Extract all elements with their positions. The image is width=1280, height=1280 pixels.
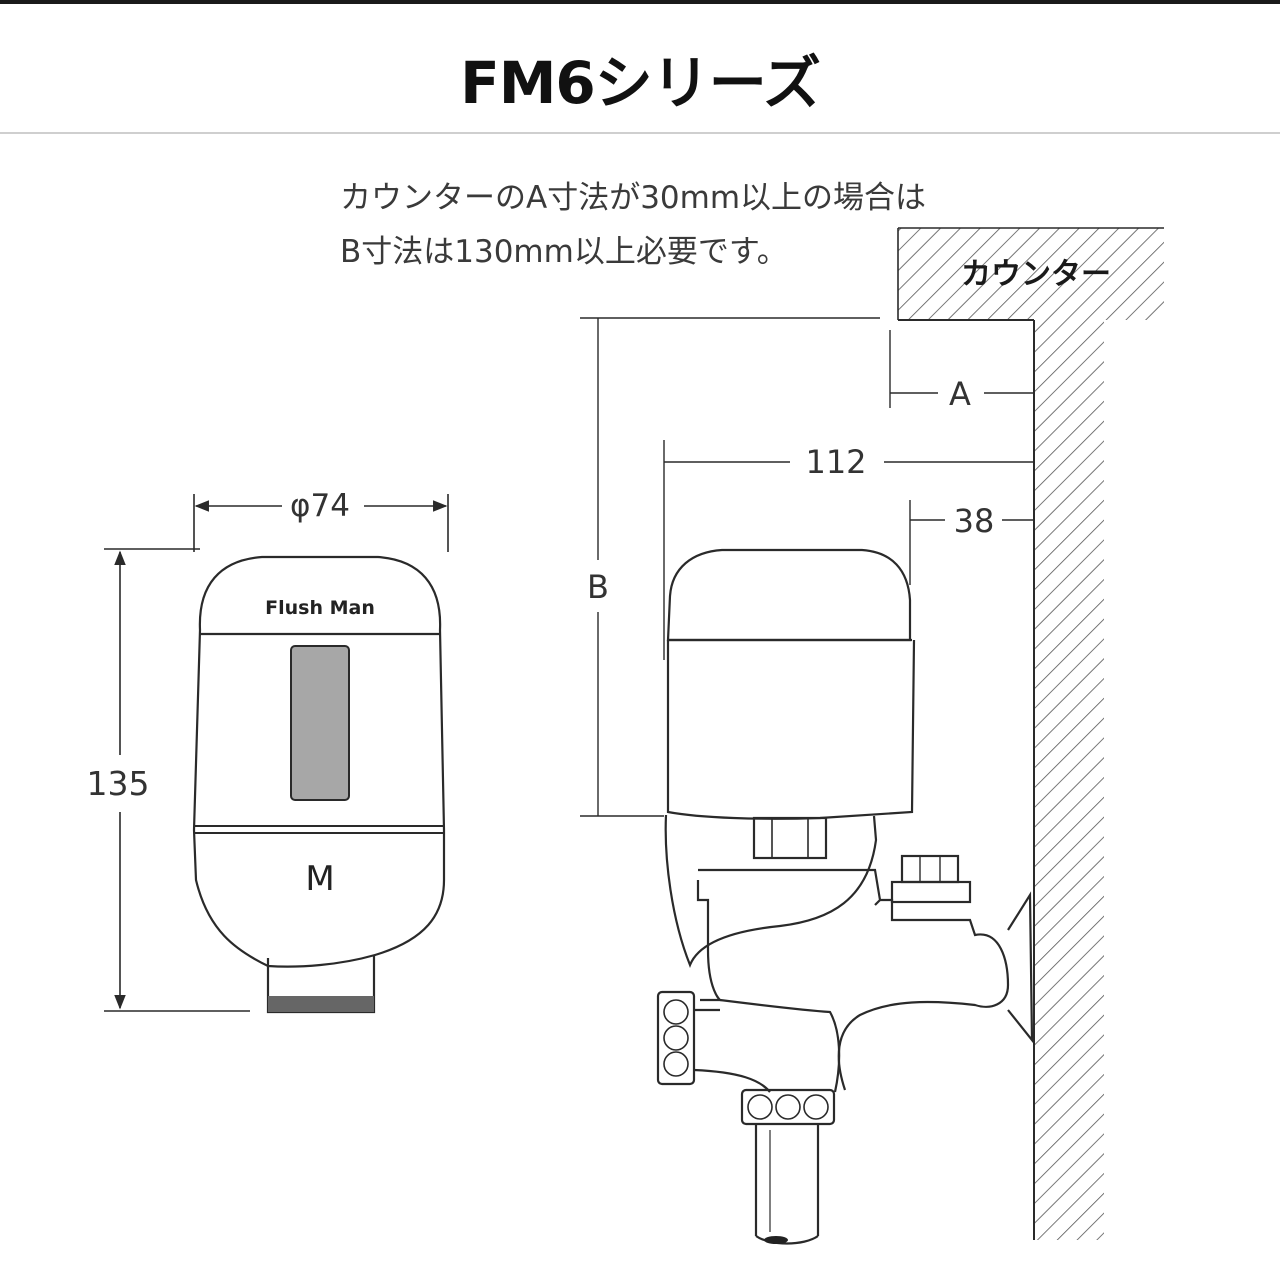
sensor-skirt xyxy=(664,814,878,968)
counter-label: カウンター xyxy=(961,257,1111,292)
brand-text: Flush Man xyxy=(265,597,375,619)
wall-hatch xyxy=(1034,320,1104,1240)
logo-mark: M xyxy=(305,859,334,899)
top-border xyxy=(0,0,1280,4)
left-nut xyxy=(656,990,696,1086)
sensor-cap xyxy=(666,548,912,642)
valve-right-arm xyxy=(837,898,1010,1091)
valve-lower-body xyxy=(693,1008,771,1093)
page-title: FM6シリーズ xyxy=(460,49,821,117)
base-fitting-band xyxy=(268,996,374,1012)
note-line-2: B寸法は130mm以上必要です。 xyxy=(340,234,788,270)
upper-nut xyxy=(752,816,828,860)
width-label: φ74 xyxy=(290,488,350,524)
counter-hatch xyxy=(898,228,1164,320)
dim-38-label: 38 xyxy=(954,502,995,540)
front-view xyxy=(104,494,449,1014)
side-view xyxy=(580,227,1164,1245)
title-divider xyxy=(0,132,1280,134)
pipe-end xyxy=(755,1235,819,1245)
sensor-body-outline xyxy=(192,555,446,968)
wall-flange xyxy=(1007,891,1034,1044)
valve-top xyxy=(698,868,882,906)
note-line-1: カウンターのA寸法が30mm以上の場合は xyxy=(340,180,927,216)
dim-112-label: 112 xyxy=(805,443,866,481)
bottom-nut xyxy=(740,1088,836,1126)
dim-a-label: A xyxy=(949,375,971,413)
height-label: 135 xyxy=(87,764,150,803)
right-nut-base xyxy=(890,880,972,904)
right-nut-top xyxy=(900,854,960,884)
sensor-housing xyxy=(666,639,916,820)
dim-b-label: B xyxy=(587,568,609,606)
valve-left xyxy=(696,880,724,1002)
sensor-window xyxy=(290,645,350,801)
